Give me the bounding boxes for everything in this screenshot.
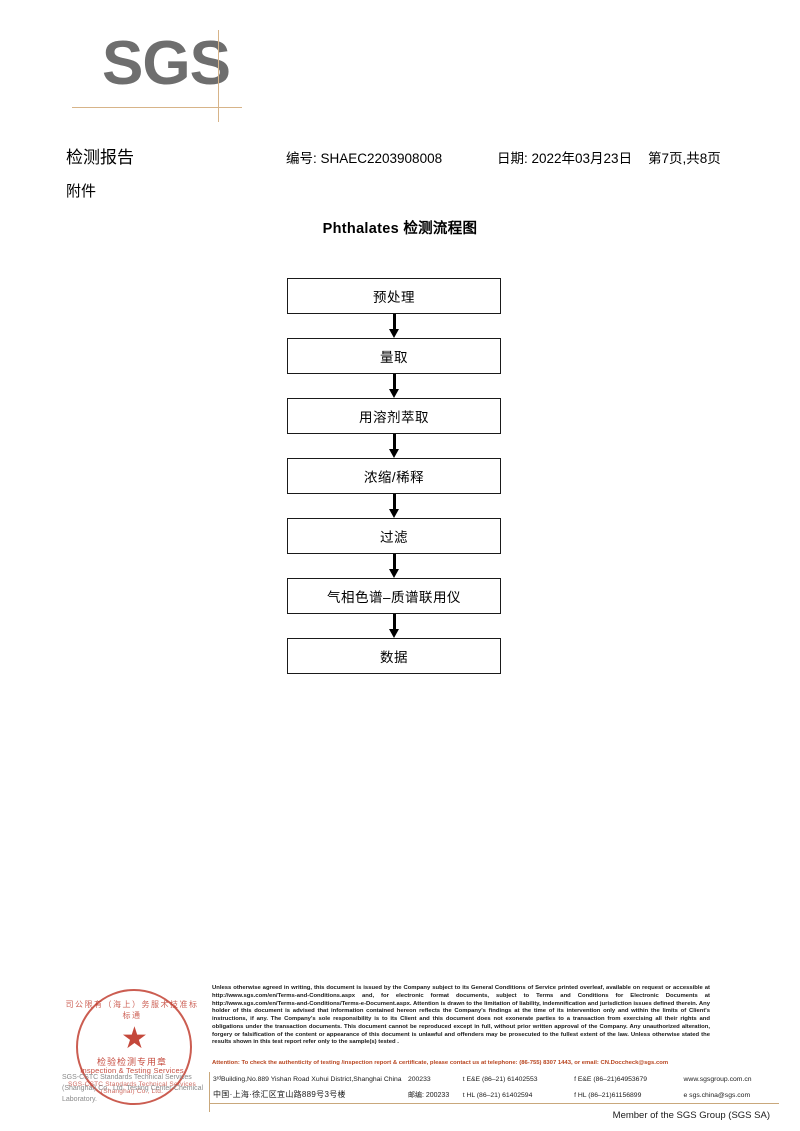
website-url[interactable]: www.sgsgroup.com.cn xyxy=(683,1076,752,1083)
member-of-sgs-group-text: Member of the SGS Group (SGS SA) xyxy=(612,1110,770,1121)
telephone-hl: t HL (86–21) 61402594 xyxy=(462,1092,533,1099)
star-icon: ★ xyxy=(121,1022,148,1055)
flow-node: 浓缩/稀释 xyxy=(287,458,501,494)
flow-arrow-down-icon xyxy=(287,434,501,458)
flow-arrow-down-icon xyxy=(287,614,501,638)
stamp-arc-bottom-text: SGS-CSTC Standards Technical Services (S… xyxy=(68,1081,196,1095)
flow-arrow-down-icon xyxy=(287,314,501,338)
attachment-label: 附件 xyxy=(66,183,97,200)
flowchart-title: Phthalates 检测流程图 xyxy=(322,221,478,237)
flow-arrow-down-icon xyxy=(287,494,501,518)
page-title: 检测报告 xyxy=(66,148,134,167)
address-street-en: 3ʳᵈBuilding,No.889 Yishan Road Xuhui Dis… xyxy=(213,1076,402,1083)
page-number: 第7页,共8页 xyxy=(648,151,721,166)
address-row: 中国·上海·徐汇区宜山路889号3号楼 邮编: 200233 t HL (86–… xyxy=(213,1089,783,1102)
sgs-logo-wordmark: SGS xyxy=(102,29,231,98)
flow-node: 用溶剂萃取 xyxy=(287,398,501,434)
stamp-center-en-text: Inspection & Testing Services xyxy=(80,1066,184,1075)
stamp-arc-top-text: 司公限有（海上）务服术技准标标通 xyxy=(65,1000,199,1020)
logo-vertical-rule xyxy=(218,30,219,122)
legal-terms-text: Unless otherwise agreed in writing, this… xyxy=(212,985,710,1046)
address-zip-cn: 邮编: 200233 xyxy=(407,1092,450,1099)
address-block: 3ʳᵈBuilding,No.889 Yishan Road Xuhui Dis… xyxy=(213,1076,783,1102)
flow-node: 预处理 xyxy=(287,278,501,314)
attention-notice-text: Attention: To check the authenticity of … xyxy=(212,1060,669,1066)
report-number: 编号: SHAEC2203908008 xyxy=(286,151,443,166)
logo-horizontal-rule xyxy=(72,107,242,108)
telephone-ee: t E&E (86–21) 61402553 xyxy=(462,1076,538,1083)
sgs-logo-block: SGS xyxy=(0,0,800,122)
email-address[interactable]: e sgs.china@sgs.com xyxy=(683,1092,751,1099)
flow-node: 数据 xyxy=(287,638,501,674)
footer-vertical-divider xyxy=(209,1072,211,1112)
flow-node: 过滤 xyxy=(287,518,501,554)
company-seal-stamp: 司公限有（海上）务服术技准标标通 ★ 检验检测专用章 Inspection & … xyxy=(62,985,207,1105)
address-zip-en: 200233 xyxy=(407,1076,431,1083)
fax-ee: f E&E (86–21)64953679 xyxy=(574,1076,648,1083)
flow-arrow-down-icon xyxy=(287,554,501,578)
address-street-cn: 中国·上海·徐汇区宜山路889号3号楼 xyxy=(213,1090,346,1099)
flow-arrow-down-icon xyxy=(287,374,501,398)
fax-hl: f HL (86–21)61156899 xyxy=(574,1092,642,1099)
flowchart: 预处理 量取 用溶剂萃取 浓缩/稀释 过滤 气相色谱–质谱联用仪 数据 xyxy=(287,278,503,674)
flow-node: 气相色谱–质谱联用仪 xyxy=(287,578,501,614)
footer-horizontal-divider xyxy=(209,1103,779,1105)
report-date: 日期: 2022年03月23日 xyxy=(497,151,633,166)
address-row: 3ʳᵈBuilding,No.889 Yishan Road Xuhui Dis… xyxy=(213,1076,783,1089)
flow-node: 量取 xyxy=(287,338,501,374)
stamp-circle-icon xyxy=(76,989,192,1105)
stamp-center-cn-text: 检验检测专用章 xyxy=(96,1057,167,1067)
laboratory-name: SGS-CSTC Standards Technical Services (S… xyxy=(62,1074,204,1103)
